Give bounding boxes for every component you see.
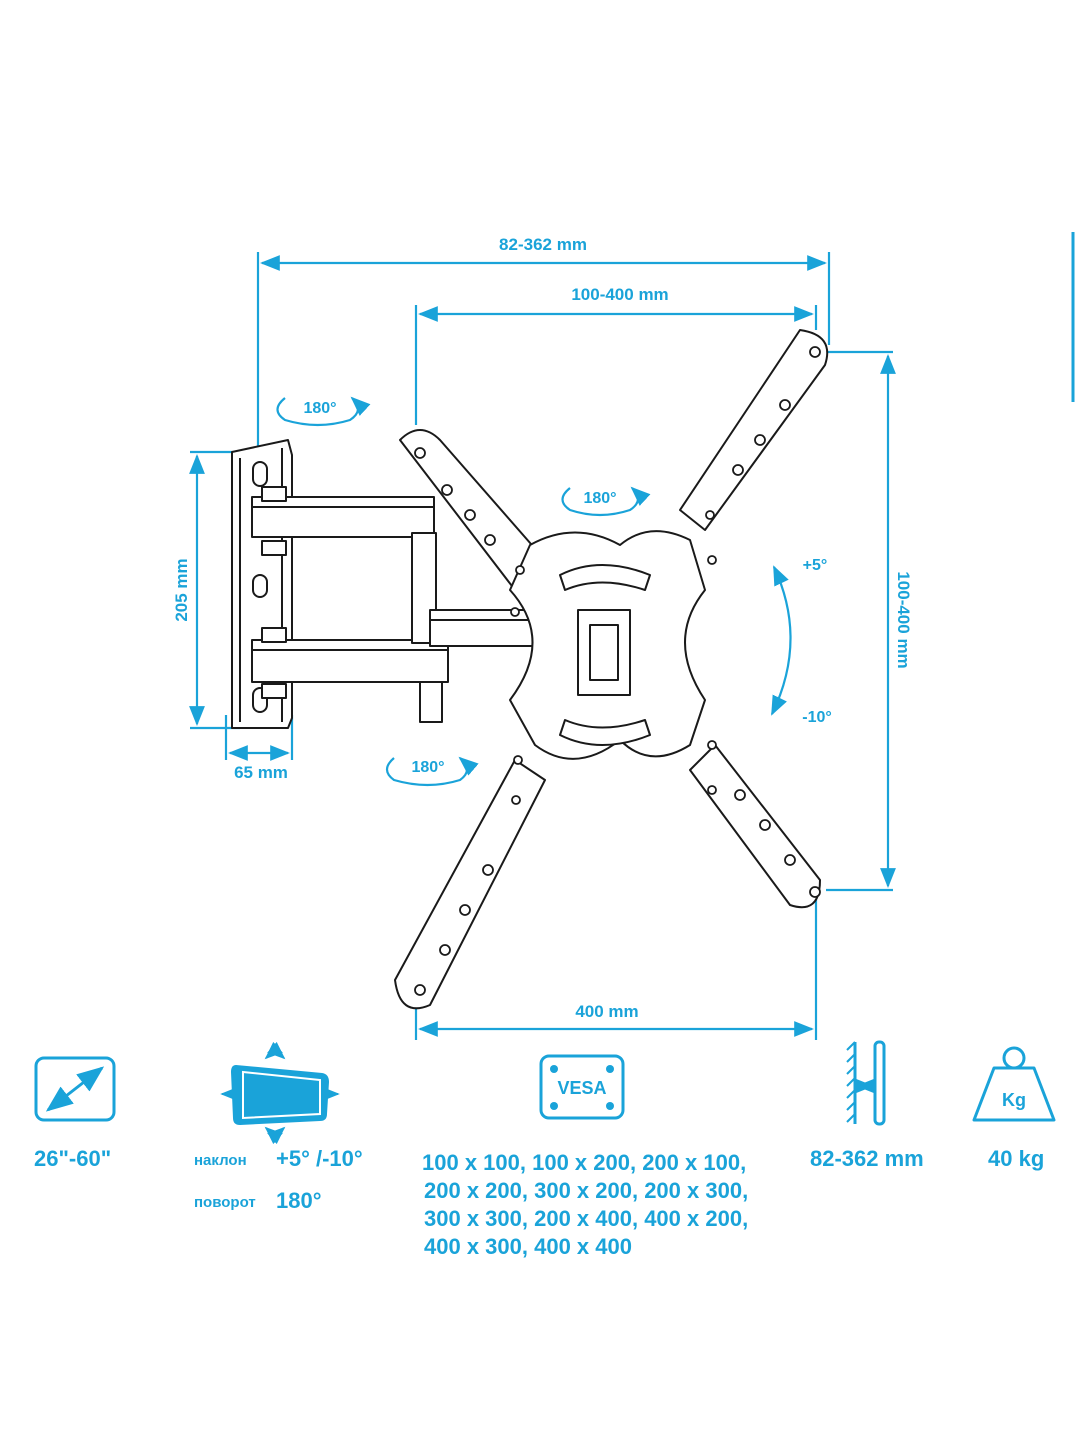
wall-plate-depth-label: 65 mm <box>234 763 288 782</box>
wall-plate-slot-top <box>252 461 268 487</box>
mount-drawing <box>231 329 829 1010</box>
vesa-patterns-line-4: 400 x 300, 400 x 400 <box>424 1234 632 1259</box>
vesa-icon-label: VESA <box>557 1078 606 1098</box>
rotation-arrows <box>276 396 792 787</box>
weight-icon <box>972 1046 1056 1122</box>
link-arm <box>429 609 541 647</box>
vesa-patterns-line-2: 200 x 200, 300 x 200, 200 x 300, <box>424 1178 749 1203</box>
upper-arm <box>251 496 435 538</box>
rotate-top-label: 180° <box>303 400 336 417</box>
swivel-label: поворот <box>194 1194 256 1211</box>
tilt-label: наклон <box>194 1152 247 1169</box>
vesa-arm-bottom-left <box>394 759 546 1010</box>
rotate-center-label: 180° <box>583 490 616 507</box>
swivel-value: 180° <box>276 1188 322 1213</box>
vesa-icon <box>539 1054 625 1120</box>
weight-icon-label: Kg <box>1002 1090 1026 1110</box>
wall-plate-slot-mid <box>252 574 268 598</box>
tilt-down-label: -10° <box>802 709 832 726</box>
vesa-arm-bottom-right <box>689 744 821 909</box>
max-weight-value: 40 kg <box>988 1146 1045 1171</box>
wall-distance-value: 82-362 mm <box>810 1146 924 1171</box>
mount-holes <box>414 346 821 996</box>
screen-size-value: 26"-60" <box>34 1146 112 1171</box>
wall-plate-height-label: 205 mm <box>172 558 191 621</box>
tilt-swivel-icon <box>220 1041 340 1145</box>
total-depth-label: 82-362 mm <box>499 235 587 254</box>
dimension-lines <box>189 252 896 1040</box>
vesa-patterns-line-1: 100 x 100, 100 x 200, 200 x 100, <box>422 1150 747 1175</box>
vesa-patterns-line-3: 300 x 300, 200 x 400, 400 x 200, <box>424 1206 749 1231</box>
rotate-bottom-label: 180° <box>411 759 444 776</box>
screen-size-icon <box>34 1056 116 1122</box>
vesa-arm-top-right <box>679 329 829 531</box>
vesa-vertical-label: 100-400 mm <box>894 571 913 668</box>
tilt-value: +5° /-10° <box>276 1146 363 1171</box>
lower-arm <box>251 639 449 683</box>
wall-distance-icon <box>846 1040 886 1126</box>
tilt-up-label: +5° <box>803 557 828 574</box>
bottom-width-label: 400 mm <box>575 1002 638 1021</box>
vesa-horizontal-label: 100-400 mm <box>571 285 668 304</box>
